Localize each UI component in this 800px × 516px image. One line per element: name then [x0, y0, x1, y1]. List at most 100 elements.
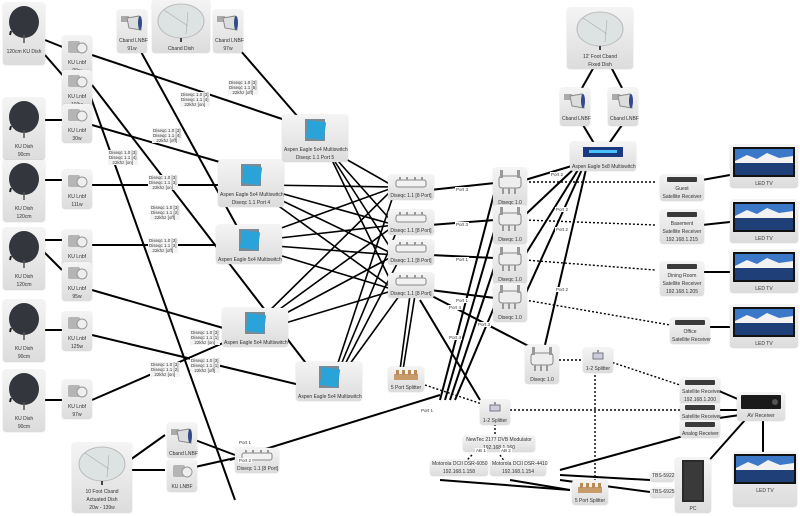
- node-label: LED TV: [755, 181, 773, 187]
- receiver-icon: [660, 177, 704, 184]
- node-label: NewTec 2177 DVB Modulator: [466, 437, 532, 443]
- node-label: PC: [689, 506, 697, 512]
- node-tv5[interactable]: LED TV: [733, 452, 797, 507]
- node-d11d[interactable]: Diseqc 1.1 [8 Port]: [388, 273, 434, 298]
- node-d10d[interactable]: Diseqc 1.0: [493, 283, 527, 322]
- diseqc10-switch-icon: [493, 285, 527, 313]
- edge-label-line: Diseqc 1.1 [3]: [149, 180, 177, 185]
- node-label: 20w - 139w: [89, 505, 115, 511]
- node-cbanddish[interactable]: Cband Dish: [152, 0, 210, 53]
- node-label: Motorola DCII DSR-6050: [432, 461, 488, 467]
- node-cbl2[interactable]: Cband LNBF: [608, 88, 639, 126]
- node-tv3[interactable]: LED TV: [730, 250, 798, 293]
- node-ms5x8[interactable]: Aspen Eagle 5x8 Multiswitch: [570, 142, 636, 171]
- node-msA[interactable]: Aspen Eagle 5x4 Multiswitch: [216, 225, 282, 264]
- node-split5b[interactable]: 5 Port Splitter: [572, 480, 608, 505]
- node-lnb99[interactable]: KU Lnbf99w: [62, 36, 92, 75]
- edge-label-line: Diseqc 1.0 [3]: [151, 205, 179, 210]
- node-d11a[interactable]: Diseqc 1.1 [8 Port]: [388, 175, 434, 200]
- node-lnb103[interactable]: KU Lnbf103w: [62, 70, 92, 109]
- node-label: Diseqc 1.0: [498, 315, 522, 321]
- node-d10e[interactable]: Diseqc 1.0: [525, 345, 559, 384]
- node-label: Dining Room: [667, 273, 697, 279]
- node-label: Actuated Dish: [86, 497, 118, 503]
- node-label: KU Lnbf: [67, 94, 87, 100]
- receiver-icon: [660, 212, 704, 219]
- multiswitch-icon: [222, 310, 288, 338]
- node-label: Office: [683, 329, 697, 335]
- node-label: Diseqc 1.1 [8 Port]: [390, 228, 432, 234]
- node-rxAV2[interactable]: Satellite Receiver: [680, 403, 721, 421]
- node-label: TBS-5922: [652, 473, 675, 479]
- node-avr[interactable]: AV Receiver: [737, 393, 785, 421]
- node-msC[interactable]: Aspen Eagle 5x4 Multiswitch: [296, 362, 362, 401]
- node-d11b[interactable]: Diseqc 1.1 [8 Port]: [388, 210, 434, 235]
- node-split12a[interactable]: 1-2 Splitter: [480, 400, 510, 425]
- node-label: Motorola DCII DSR-4410: [492, 461, 548, 467]
- ku-lnbf-icon: [62, 264, 92, 284]
- node-label: KU Dish: [14, 274, 34, 280]
- node-label: 95w: [72, 294, 82, 300]
- node-tv4[interactable]: LED TV: [730, 305, 798, 348]
- node-kulnbB[interactable]: KU LNBF: [167, 460, 197, 492]
- node-label: 90cm: [17, 354, 31, 360]
- node-dish120ku[interactable]: 120cm KU Dish: [3, 3, 45, 65]
- receiver-icon: [660, 264, 704, 271]
- node-label: Diseqc 1.1 [8 Port]: [390, 258, 432, 264]
- node-tbs5922[interactable]: TBS-5922: [650, 472, 675, 482]
- node-label: 90cm: [17, 424, 31, 430]
- ku-dish-icon: [3, 372, 45, 414]
- node-label: 192.168.1.160: [483, 445, 515, 451]
- node-cbandlnbB[interactable]: Cband LNBF: [167, 423, 198, 458]
- node-tv1[interactable]: LED TV: [730, 145, 798, 188]
- node-split12b[interactable]: 1-2 Splitter: [583, 348, 613, 373]
- node-modulator[interactable]: NewTec 2177 DVB Modulator 192.168.1.160: [463, 436, 535, 452]
- node-label: Aspen Eagle 5x4 Multiswitch: [218, 257, 282, 263]
- cband-lnbf-icon: [213, 12, 243, 36]
- node-d11c[interactable]: Diseqc 1.1 [8 Port]: [388, 240, 434, 265]
- node-tv2[interactable]: LED TV: [730, 200, 798, 243]
- node-d10b[interactable]: Diseqc 1.0: [493, 205, 527, 244]
- node-d10a[interactable]: Diseqc 1.0: [493, 168, 527, 207]
- cband-dish-icon: [72, 445, 132, 487]
- node-rxAnalog[interactable]: Analog Receiver: [680, 420, 720, 438]
- edge-label: Diseqc 1.0 [3]Diseqc 1.1 [4]22khz [on]: [180, 92, 210, 107]
- node-pc[interactable]: PC: [675, 458, 711, 513]
- ku-dish-icon: [3, 5, 45, 47]
- node-label: Diseqc 1.0: [498, 237, 522, 243]
- edge-label-line: Diseqc 1.1 [1]: [191, 363, 219, 368]
- node-tbs6925[interactable]: TBS-6925: [650, 488, 675, 498]
- node-label: 1-2 Splitter: [585, 366, 611, 372]
- diseqc-switch-icon: [388, 177, 434, 191]
- edge-label-line: Diseqc 1.0 [3]: [149, 238, 177, 243]
- node-cbl1[interactable]: Cband LNBF: [560, 88, 591, 126]
- node-split5a[interactable]: 5 Port Splitter: [388, 367, 424, 392]
- node-d10c[interactable]: Diseqc 1.0: [493, 245, 527, 284]
- multiswitch-5x8-icon: [570, 144, 636, 162]
- ku-lnbf-icon: [62, 232, 92, 252]
- node-msB[interactable]: Aspen Eagle 5x4 Multiswitch: [222, 308, 288, 347]
